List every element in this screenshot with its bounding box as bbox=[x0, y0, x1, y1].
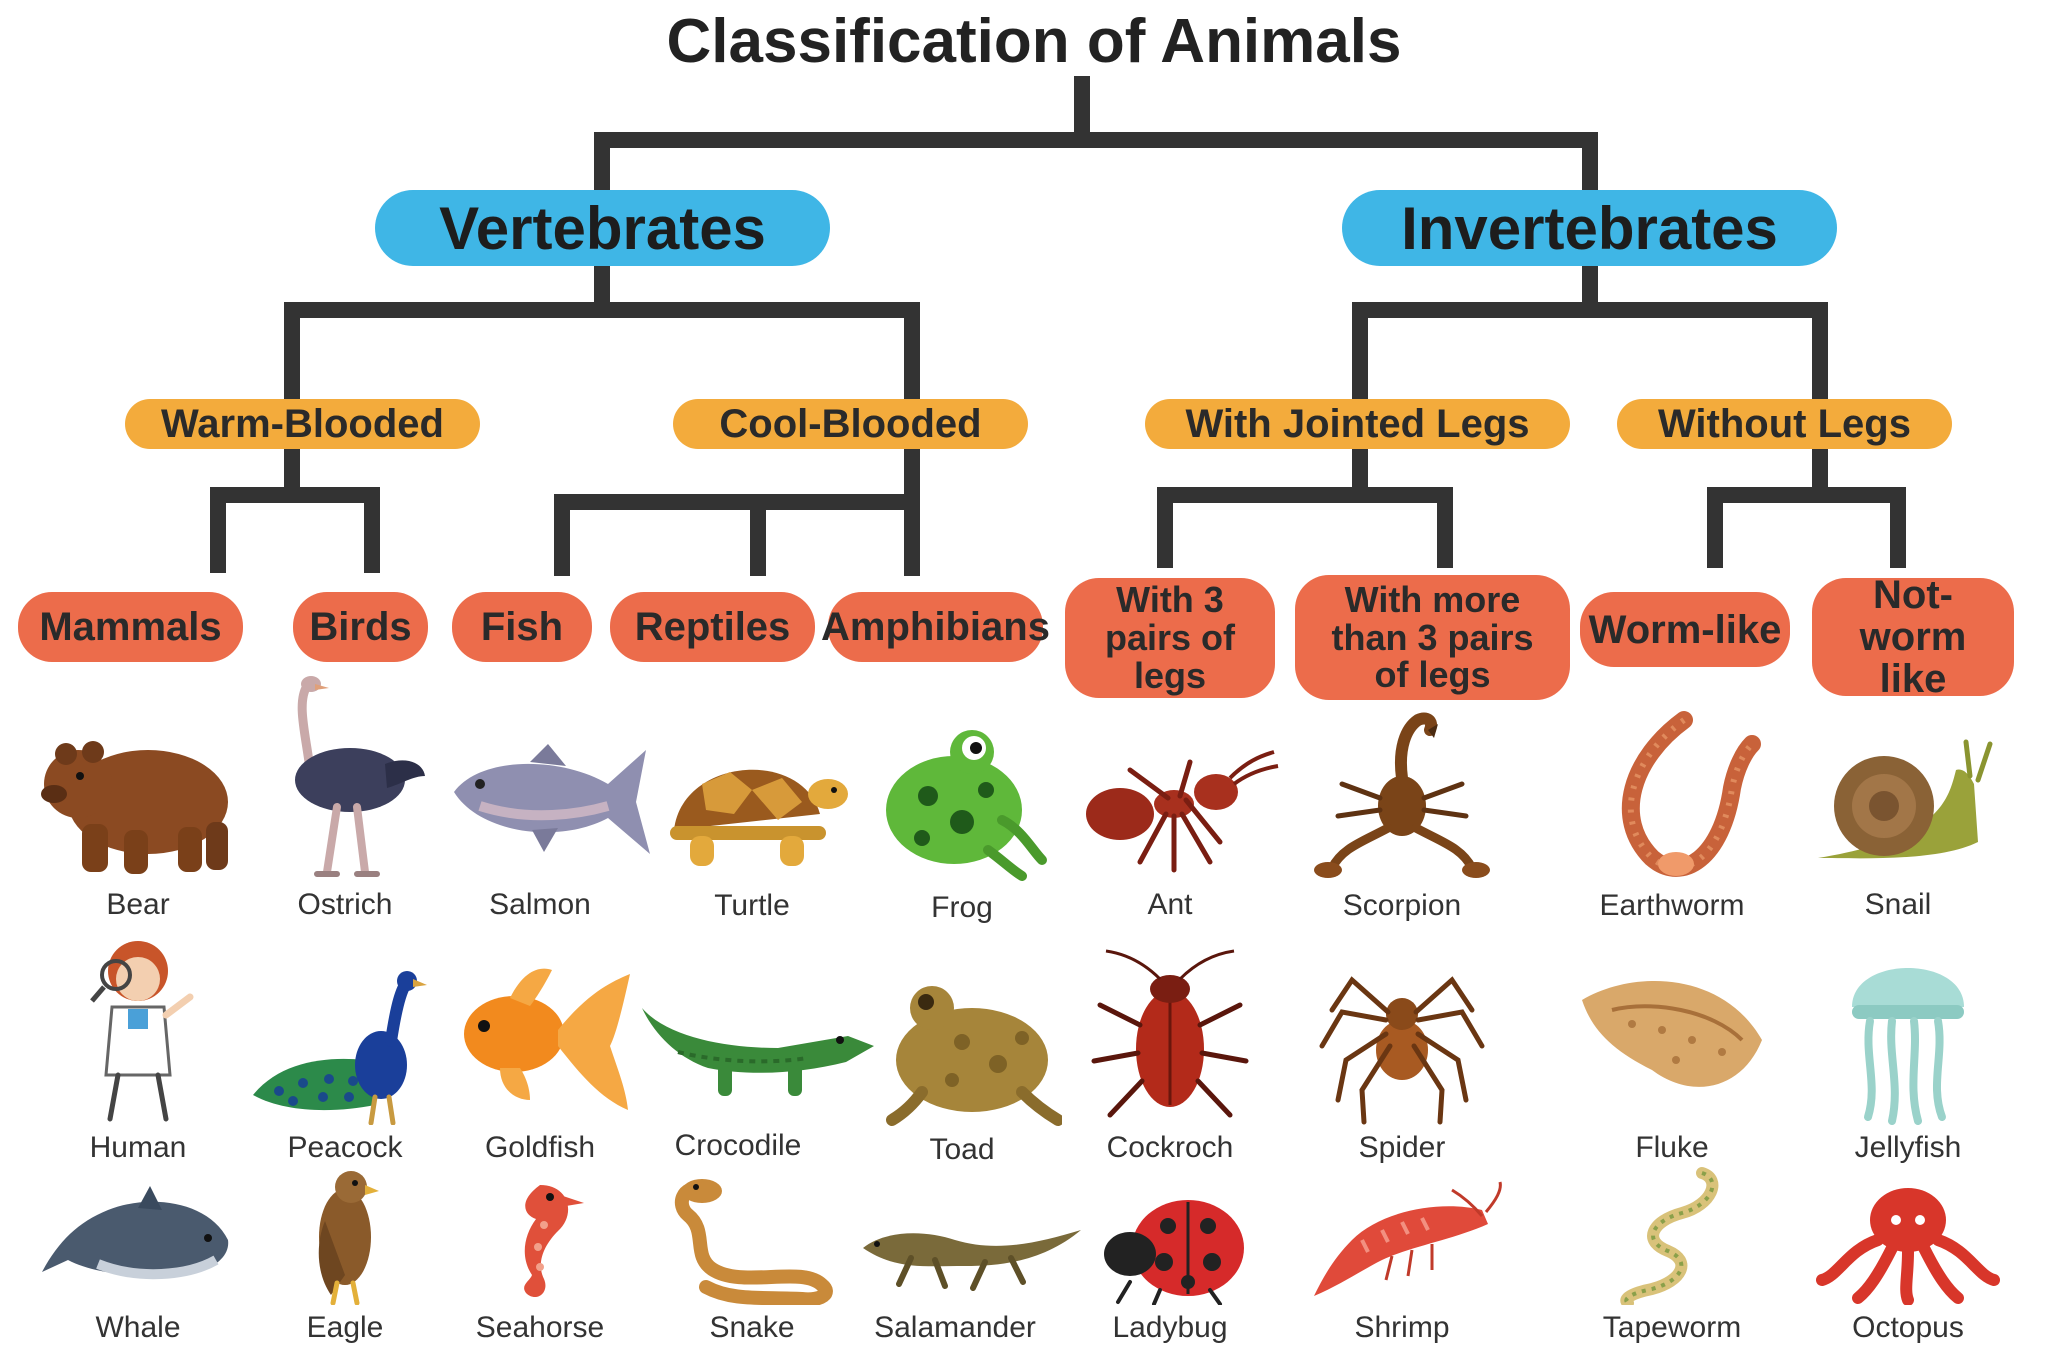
shrimp-icon bbox=[1302, 1180, 1502, 1305]
salmon-icon bbox=[440, 722, 660, 882]
salamander-icon bbox=[855, 1200, 1085, 1305]
warm-blooded-node: Warm-Blooded bbox=[125, 399, 480, 449]
animal-fluke: Fluke bbox=[1572, 960, 1772, 1165]
animal-label: Shrimp bbox=[1302, 1311, 1502, 1345]
eagle-icon bbox=[245, 1165, 445, 1305]
birds-node: Birds bbox=[293, 592, 428, 662]
animal-label: Cockroch bbox=[1070, 1131, 1270, 1165]
animal-peacock: Peacock bbox=[245, 945, 445, 1165]
ostrich-icon bbox=[245, 672, 445, 882]
toad-icon bbox=[862, 972, 1062, 1127]
animal-label: Scorpion bbox=[1302, 889, 1502, 923]
more-than-three-pairs-legs-node: With more than 3 pairs of legs bbox=[1295, 575, 1570, 700]
seahorse-icon bbox=[440, 1175, 640, 1305]
animal-human: Human bbox=[38, 935, 238, 1165]
jellyfish-icon bbox=[1808, 945, 2008, 1125]
animal-label: Spider bbox=[1302, 1131, 1502, 1165]
page-title: Classification of Animals bbox=[0, 6, 2068, 77]
animal-label: Fluke bbox=[1572, 1131, 1772, 1165]
ant-icon bbox=[1070, 722, 1280, 882]
animal-whale: Whale bbox=[38, 1180, 238, 1345]
animal-label: Jellyfish bbox=[1808, 1131, 2008, 1165]
human-icon bbox=[38, 935, 238, 1125]
animal-salamander: Salamander bbox=[855, 1200, 1055, 1345]
animal-label: Earthworm bbox=[1572, 889, 1772, 923]
fluke-icon bbox=[1572, 960, 1772, 1125]
animal-label: Ladybug bbox=[1070, 1311, 1270, 1345]
snail-icon bbox=[1798, 722, 1998, 882]
animal-label: Turtle bbox=[652, 889, 852, 923]
animal-label: Snake bbox=[652, 1311, 852, 1345]
animal-seahorse: Seahorse bbox=[440, 1175, 640, 1345]
animal-label: Salamander bbox=[855, 1311, 1055, 1345]
cockroach-icon bbox=[1070, 945, 1270, 1125]
reptiles-node: Reptiles bbox=[610, 592, 815, 662]
crocodile-icon bbox=[638, 978, 878, 1123]
invertebrates-node: Invertebrates bbox=[1342, 190, 1837, 266]
animal-label: Tapeworm bbox=[1572, 1311, 1772, 1345]
animal-toad: Toad bbox=[862, 972, 1062, 1167]
not-worm-like-node: Not-worm like bbox=[1812, 578, 2014, 696]
snake-icon bbox=[652, 1175, 852, 1305]
earthworm-icon bbox=[1572, 708, 1772, 883]
animal-cockroch: Cockroch bbox=[1070, 945, 1270, 1165]
animal-tapeworm: Tapeworm bbox=[1572, 1165, 1772, 1345]
animal-label: Frog bbox=[862, 891, 1062, 925]
ladybug-icon bbox=[1070, 1190, 1270, 1305]
cool-blooded-node: Cool-Blooded bbox=[673, 399, 1028, 449]
mammals-node: Mammals bbox=[18, 592, 243, 662]
jointed-legs-node: With Jointed Legs bbox=[1145, 399, 1570, 449]
animal-earthworm: Earthworm bbox=[1572, 708, 1772, 923]
animal-label: Whale bbox=[38, 1311, 238, 1345]
animal-label: Ant bbox=[1070, 888, 1270, 922]
scorpion-icon bbox=[1302, 708, 1502, 883]
animal-snake: Snake bbox=[652, 1175, 852, 1345]
amphibians-node: Amphibians bbox=[828, 592, 1043, 662]
animal-label: Eagle bbox=[245, 1311, 445, 1345]
animal-snail: Snail bbox=[1798, 722, 1998, 922]
fish-node: Fish bbox=[452, 592, 592, 662]
animal-label: Peacock bbox=[245, 1131, 445, 1165]
animal-label: Human bbox=[38, 1131, 238, 1165]
spider-icon bbox=[1302, 950, 1502, 1125]
animal-scorpion: Scorpion bbox=[1302, 708, 1502, 923]
animal-label: Octopus bbox=[1808, 1311, 2008, 1345]
animal-octopus: Octopus bbox=[1808, 1180, 2008, 1345]
animal-spider: Spider bbox=[1302, 950, 1502, 1165]
animal-label: Salmon bbox=[440, 888, 640, 922]
octopus-icon bbox=[1808, 1180, 2008, 1305]
animal-ladybug: Ladybug bbox=[1070, 1190, 1270, 1345]
animal-goldfish: Goldfish bbox=[440, 950, 640, 1165]
animal-shrimp: Shrimp bbox=[1302, 1180, 1502, 1345]
animal-label: Ostrich bbox=[245, 888, 445, 922]
without-legs-node: Without Legs bbox=[1617, 399, 1952, 449]
animal-label: Snail bbox=[1798, 888, 1998, 922]
animal-jellyfish: Jellyfish bbox=[1808, 945, 2008, 1165]
animal-label: Toad bbox=[862, 1133, 1062, 1167]
animal-eagle: Eagle bbox=[245, 1165, 445, 1345]
animal-label: Bear bbox=[38, 888, 238, 922]
animal-frog: Frog bbox=[862, 710, 1062, 925]
animal-salmon: Salmon bbox=[440, 722, 640, 922]
animal-label: Crocodile bbox=[638, 1129, 838, 1163]
goldfish-icon bbox=[440, 950, 640, 1125]
animal-label: Goldfish bbox=[440, 1131, 640, 1165]
animal-ant: Ant bbox=[1070, 722, 1270, 922]
frog-icon bbox=[862, 710, 1062, 885]
animal-turtle: Turtle bbox=[652, 718, 852, 923]
three-pairs-legs-node: With 3 pairs of legs bbox=[1065, 578, 1275, 698]
worm-like-node: Worm-like bbox=[1580, 592, 1790, 667]
animal-bear: Bear bbox=[38, 712, 238, 922]
tapeworm-icon bbox=[1572, 1165, 1772, 1305]
animal-crocodile: Crocodile bbox=[638, 978, 838, 1163]
bear-icon bbox=[38, 712, 238, 882]
animal-ostrich: Ostrich bbox=[245, 672, 445, 922]
whale-icon bbox=[38, 1180, 238, 1305]
animal-label: Seahorse bbox=[440, 1311, 640, 1345]
peacock-icon bbox=[245, 945, 445, 1125]
vertebrates-node: Vertebrates bbox=[375, 190, 830, 266]
turtle-icon bbox=[652, 718, 852, 883]
